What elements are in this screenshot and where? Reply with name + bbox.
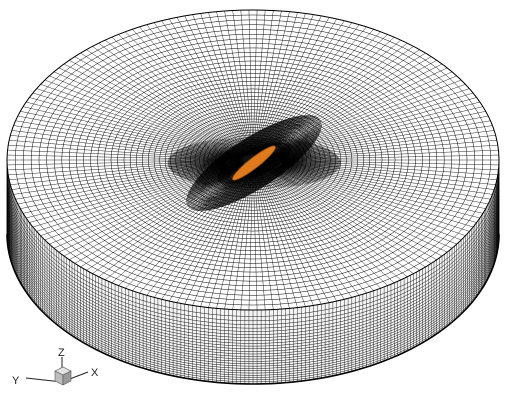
triad-cube-side [62,370,72,386]
x-axis-label: X [91,367,99,379]
y-axis-label: Y [12,375,20,387]
airfoil-body[interactable] [230,142,279,183]
orientation-triad[interactable]: Z X Y [12,347,99,387]
z-axis-label: Z [58,347,65,359]
airfoil-body-shape[interactable] [230,142,279,183]
domain-side-wall [6,159,500,385]
